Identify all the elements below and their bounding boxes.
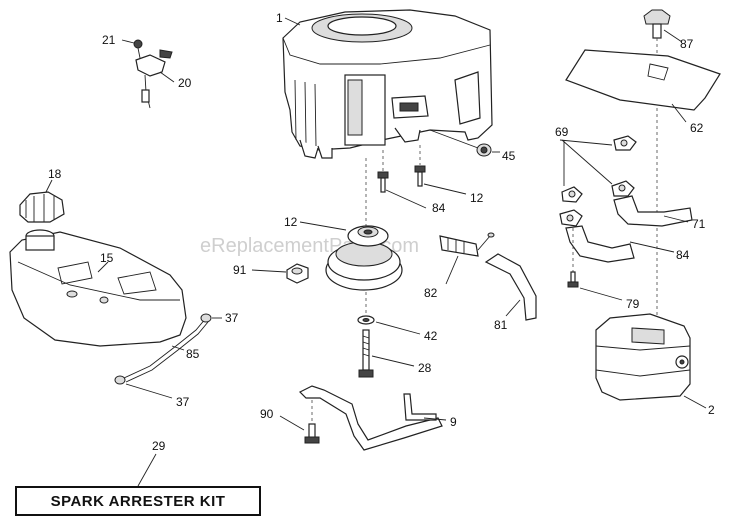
fuel-line [123,317,209,383]
callout-87: 87 [680,37,694,51]
callout-45: 45 [502,149,516,163]
bracket [298,385,443,451]
leader-82 [445,255,459,285]
knob [643,9,671,39]
callout-29: 29 [152,439,166,453]
leader-70 [629,241,675,253]
callout-71: 71 [692,217,706,231]
leader-91 [251,269,287,273]
fuel-hose [484,253,537,321]
screw [567,271,579,288]
leader-28 [171,345,185,351]
leader-85 [371,355,415,367]
engine [282,9,493,159]
leader-42 [375,321,421,335]
gaskets [559,135,637,227]
bolt-84b [414,165,426,187]
heat-shield [565,49,721,111]
spark-arrester-kit-label: SPARK ARRESTER KIT [15,486,261,516]
callout-90: 90 [260,407,274,421]
callout-18: 18 [48,167,62,181]
clamp-37a [200,313,212,323]
leader-81 [505,299,521,317]
leader-1 [284,17,301,26]
fuel-filter [439,232,495,257]
leader-62 [671,103,687,123]
callout-37a: 37 [225,311,239,325]
pulley [325,225,403,291]
center-bolt [358,329,374,378]
callout-70: 84 [676,248,690,262]
nut [286,263,309,284]
washer [357,315,375,325]
callout-84b: 12 [470,191,484,205]
callout-15: 15 [100,251,114,265]
leader-37b [125,383,173,399]
bolt-84a [377,171,389,193]
leader-15 [97,261,109,273]
fuel-tank [9,229,187,347]
leader-90 [279,415,305,431]
callout-9: 9 [450,415,457,429]
throttle-control [133,39,173,109]
fitting [476,143,492,157]
leader-87 [663,29,683,43]
leader-84b [423,183,467,195]
callout-84a: 84 [432,201,446,215]
callout-28: 85 [186,347,200,361]
leader-84a [385,189,427,209]
callout-42: 42 [424,329,438,343]
leader-20 [159,71,175,83]
leader-21 [121,39,135,44]
muffler [595,313,691,401]
leader-29 [137,453,157,487]
callout-12: 12 [284,215,298,229]
callout-91: 91 [233,263,247,277]
callout-21: 21 [102,33,116,47]
bolt-90 [304,423,320,444]
callout-20: 20 [178,76,192,90]
leader-69c [561,139,613,185]
callout-2: 2 [708,403,715,417]
callout-1: 1 [276,11,283,25]
callout-62: 62 [690,121,704,135]
leader-71 [663,215,689,223]
callout-85: 28 [418,361,432,375]
leader-9 [423,417,447,421]
callout-69: 69 [555,125,569,139]
callout-82: 82 [424,286,438,300]
leader-12 [299,221,347,231]
kit-label-text: SPARK ARRESTER KIT [50,492,226,510]
callout-79: 79 [626,297,640,311]
leader-79 [579,287,623,301]
leader-45-line [429,129,479,149]
fuel-cap [19,191,65,223]
exhaust-pipe-70 [565,225,635,263]
clamp-37b [114,375,126,385]
callout-37b: 37 [176,395,190,409]
leader-2 [683,395,707,409]
exhaust-pipe-71 [613,195,693,227]
leader-69b [559,139,613,146]
callout-81: 81 [494,318,508,332]
